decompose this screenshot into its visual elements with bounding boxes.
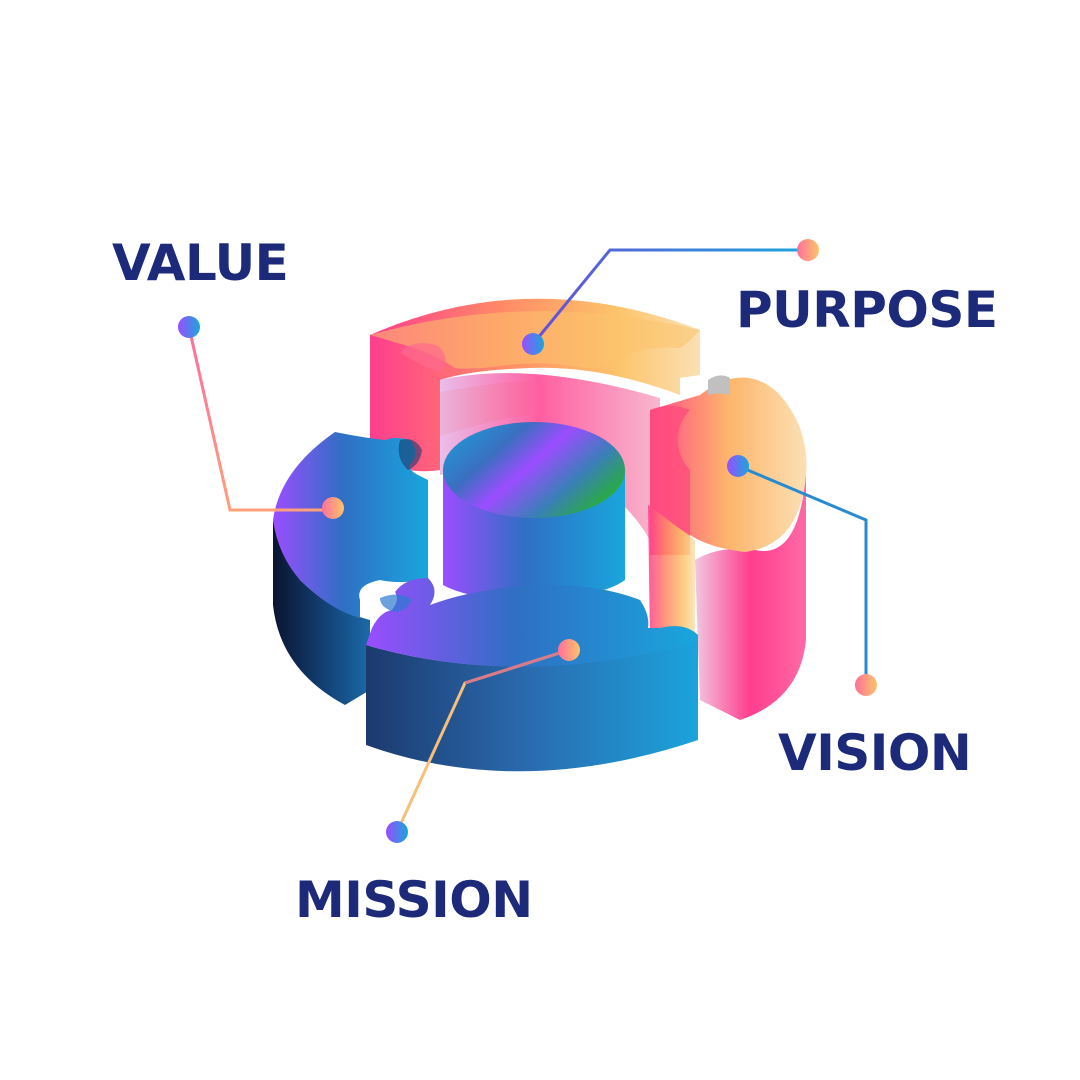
mission-connector (386, 639, 580, 843)
vision-dot-anchor (727, 455, 749, 477)
value-dot-outer (178, 316, 200, 338)
value-connector (178, 316, 344, 519)
value-puzzle-piece (273, 432, 428, 705)
purpose-label: PURPOSE (736, 281, 998, 339)
mission-dot-anchor (558, 639, 580, 661)
core-cylinder (443, 422, 625, 600)
vision-connector (727, 455, 877, 696)
value-label: VALUE (112, 234, 289, 292)
mission-dot-outer (386, 821, 408, 843)
purpose-dot-anchor (522, 333, 544, 355)
purpose-dot-outer (797, 239, 819, 261)
vision-label: VISION (778, 724, 972, 782)
value-dot-anchor (322, 497, 344, 519)
mission-label: MISSION (295, 871, 533, 929)
purpose-connector (522, 239, 819, 355)
mission-puzzle-piece (366, 578, 698, 772)
vision-dot-outer (855, 674, 877, 696)
